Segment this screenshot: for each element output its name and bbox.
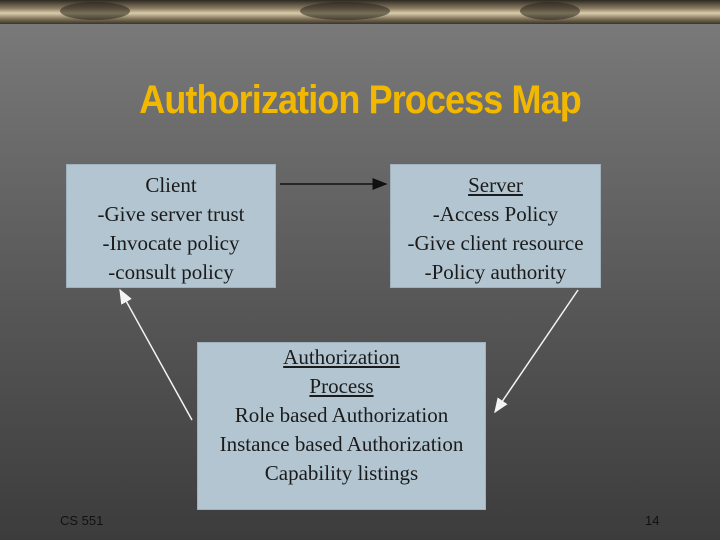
- arrow-server-to-process: [494, 289, 579, 414]
- course-label: CS 551: [60, 513, 104, 528]
- process-heading-line1: Authorization: [283, 345, 400, 369]
- process-heading-line2: Process: [309, 374, 374, 398]
- server-heading: Server: [468, 173, 523, 197]
- process-line: Instance based Authorization: [219, 432, 464, 456]
- server-box: Server -Access Policy -Give client resou…: [390, 164, 601, 288]
- client-line: -consult policy: [108, 260, 234, 284]
- header-texture-band: [0, 0, 720, 24]
- header-smudge: [300, 2, 390, 20]
- arrow-process-to-client: [119, 288, 193, 421]
- client-box: Client -Give server trust -Invocate poli…: [66, 164, 276, 288]
- server-line: -Policy authority: [424, 260, 567, 284]
- client-line: -Give server trust: [97, 202, 245, 226]
- header-smudge: [520, 2, 580, 20]
- server-line: -Give client resource: [407, 231, 584, 255]
- client-line: -Invocate policy: [102, 231, 240, 255]
- authorization-process-box: Authorization Process Role based Authori…: [197, 342, 486, 510]
- header-smudge: [60, 2, 130, 20]
- page-number: 14: [645, 513, 660, 528]
- process-line: Role based Authorization: [234, 403, 449, 427]
- server-line: -Access Policy: [432, 202, 559, 226]
- slide-title: Authorization Process Map: [139, 78, 581, 122]
- client-heading: Client: [145, 173, 197, 197]
- process-line: Capability listings: [264, 461, 419, 485]
